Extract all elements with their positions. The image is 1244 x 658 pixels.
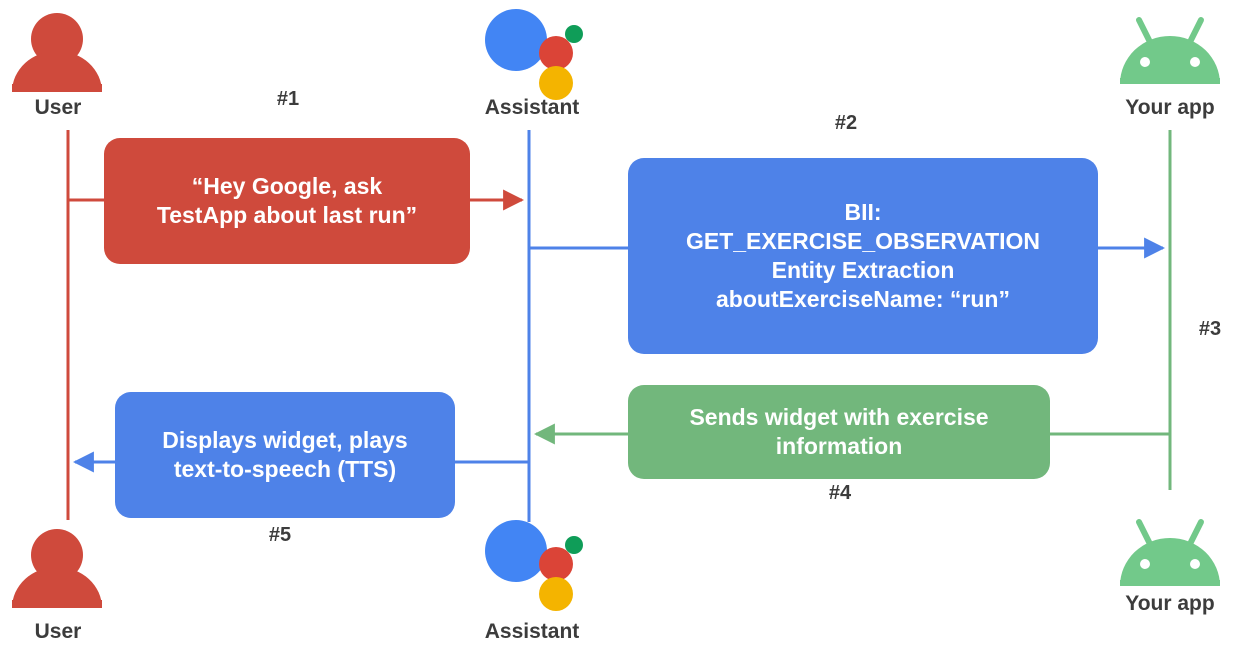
step-number-5: #5 (268, 524, 292, 546)
user-icon (12, 529, 102, 608)
actor-label-assistant-top: Assistant (484, 96, 580, 119)
android-icon (1120, 519, 1220, 586)
step-number-3: #3 (1198, 318, 1222, 340)
actor-label-user-bottom: User (34, 620, 82, 643)
message-box-step-2[interactable]: BII: GET_EXERCISE_OBSERVATION Entity Ext… (628, 158, 1098, 354)
actor-label-assistant-bottom: Assistant (484, 620, 580, 643)
google-assistant-icon (485, 520, 583, 611)
message-line: TestApp about last run” (156, 202, 418, 228)
step-number-1: #1 (276, 88, 300, 110)
message-line: GET_EXERCISE_OBSERVATION (685, 228, 1041, 255)
message-line: Entity Extraction (771, 257, 955, 283)
google-assistant-icon (485, 9, 583, 100)
step-number-4: #4 (828, 482, 852, 504)
message-box-step-5[interactable]: Displays widget, plays text-to-speech (T… (115, 392, 455, 518)
message-box-step-1[interactable]: “Hey Google, ask TestApp about last run” (104, 138, 470, 264)
step-number-2: #2 (834, 112, 858, 134)
message-line: BII: (844, 199, 882, 226)
message-box-step-4[interactable]: Sends widget with exercise information (628, 385, 1050, 479)
actor-label-your-app-bottom: Your app (1125, 592, 1215, 615)
android-icon (1120, 17, 1220, 84)
message-line: text-to-speech (TTS) (173, 456, 397, 482)
message-line: Sends widget with exercise (689, 404, 989, 431)
message-line: information (775, 433, 903, 459)
actor-label-your-app-top: Your app (1125, 96, 1215, 119)
message-line: “Hey Google, ask (191, 173, 383, 200)
message-line: Displays widget, plays (162, 427, 408, 454)
message-line: aboutExerciseName: “run” (716, 285, 1010, 312)
actor-label-user-top: User (34, 96, 82, 119)
user-icon (12, 13, 102, 92)
